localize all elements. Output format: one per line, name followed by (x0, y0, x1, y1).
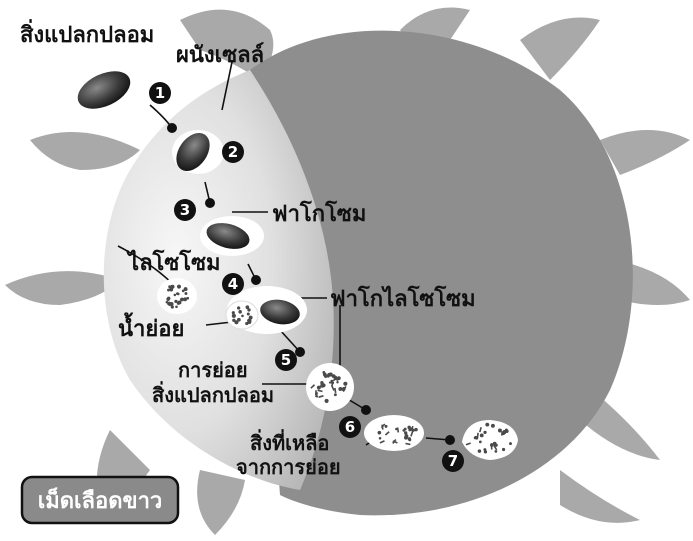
particle-dot (494, 450, 497, 453)
phagosome-vesicle (200, 216, 264, 256)
residue-vesicle (364, 415, 424, 451)
particle-dot (408, 437, 411, 440)
particle-dot (177, 293, 180, 296)
particle-dot (484, 450, 487, 453)
particle-dot (478, 449, 481, 452)
particle-dot (174, 294, 177, 297)
label-foreign-object: สิ่งแปลกปลอม (20, 18, 154, 48)
particle-dot (175, 305, 178, 308)
particle-dot (404, 428, 407, 431)
particle-dot (336, 381, 338, 383)
particle-dot (247, 308, 250, 311)
particle-dot (245, 322, 248, 325)
badge-label: เม็ดเลือดขาว (38, 486, 163, 514)
particle-dot (182, 290, 185, 293)
particle-dot (509, 442, 512, 445)
digestion-vesicle (306, 363, 354, 411)
particle-dot (332, 374, 336, 378)
particle-dot (168, 303, 171, 306)
particle-dot (238, 310, 242, 314)
particle-dot (247, 312, 250, 315)
label-digestion-line2: สิ่งแปลกปลอม (152, 380, 274, 407)
white-blood-cell-badge: เม็ดเลือดขาว (22, 477, 178, 523)
particle-dot (241, 315, 244, 318)
label-cell-membrane: ผนังเซลล์ (176, 42, 264, 68)
step-7-number: 7 (448, 452, 458, 470)
particle-dot (479, 441, 482, 444)
step-3-marker: 3 (174, 199, 196, 221)
particle-dot (343, 382, 347, 386)
particle-dot (177, 302, 180, 305)
lysosome-vesicle (157, 278, 197, 314)
label-lysosome: ไลโซโซม (126, 249, 221, 276)
particle-dot (411, 429, 414, 432)
step-3-number: 3 (180, 201, 190, 219)
particle-dot (505, 429, 509, 433)
particle-dot (404, 431, 407, 434)
particle-dot (334, 393, 337, 396)
step-1-marker: 1 (149, 82, 171, 104)
label-residue-line1: สิ่งที่เหลือ (250, 428, 329, 455)
particle-dot (337, 376, 341, 380)
particle-dot (232, 314, 236, 318)
particle-dot (324, 374, 328, 378)
step-4-number: 4 (228, 275, 238, 293)
particle-dot (407, 426, 410, 429)
particle-dot (378, 431, 382, 435)
particle-dot (171, 305, 174, 308)
step-7-marker: 7 (442, 450, 464, 472)
particle-dot (379, 437, 382, 440)
particle-dot (237, 306, 240, 309)
particle-dot (249, 316, 253, 320)
particle-dot (408, 429, 411, 432)
label-enzyme: น้ำย่อย (118, 312, 184, 342)
step-5-number: 5 (281, 351, 291, 369)
particle-dot (485, 423, 489, 427)
particle-dot (498, 428, 502, 432)
step-1-number: 1 (155, 84, 165, 102)
particle-dot (385, 425, 388, 428)
step-4-marker: 4 (222, 273, 244, 295)
particle-dot (322, 371, 325, 374)
particle-dot (166, 297, 169, 300)
particle-dot (170, 285, 174, 289)
step-2-number: 2 (228, 143, 238, 161)
step-5-marker: 5 (275, 349, 297, 371)
particle-dot (501, 431, 505, 435)
particle-dot (502, 448, 505, 451)
foreign-object (72, 64, 136, 117)
particle-dot (325, 399, 329, 403)
label-digestion-line1: การย่อย (178, 358, 248, 382)
particle-dot (237, 318, 241, 322)
particle-dot (480, 434, 484, 438)
particle-dot (177, 285, 181, 289)
particle-dot (491, 424, 495, 428)
step-6-number: 6 (345, 418, 355, 436)
step-2-marker: 2 (222, 141, 244, 163)
step-6-marker: 6 (339, 416, 361, 438)
label-phagosome: ฟาโกโซม (272, 200, 366, 227)
particle-dot (184, 292, 187, 295)
particle-dot (404, 436, 408, 440)
particle-dot (320, 384, 324, 388)
label-residue-line2: จากการย่อย (236, 455, 341, 479)
particle-dot (414, 428, 418, 432)
particle-dot (183, 297, 187, 301)
particle-dot (483, 431, 486, 434)
particle-dot (232, 319, 235, 322)
particle-dot (474, 436, 477, 439)
label-phagolysosome: ฟาโกไลโซโซม (330, 285, 476, 312)
